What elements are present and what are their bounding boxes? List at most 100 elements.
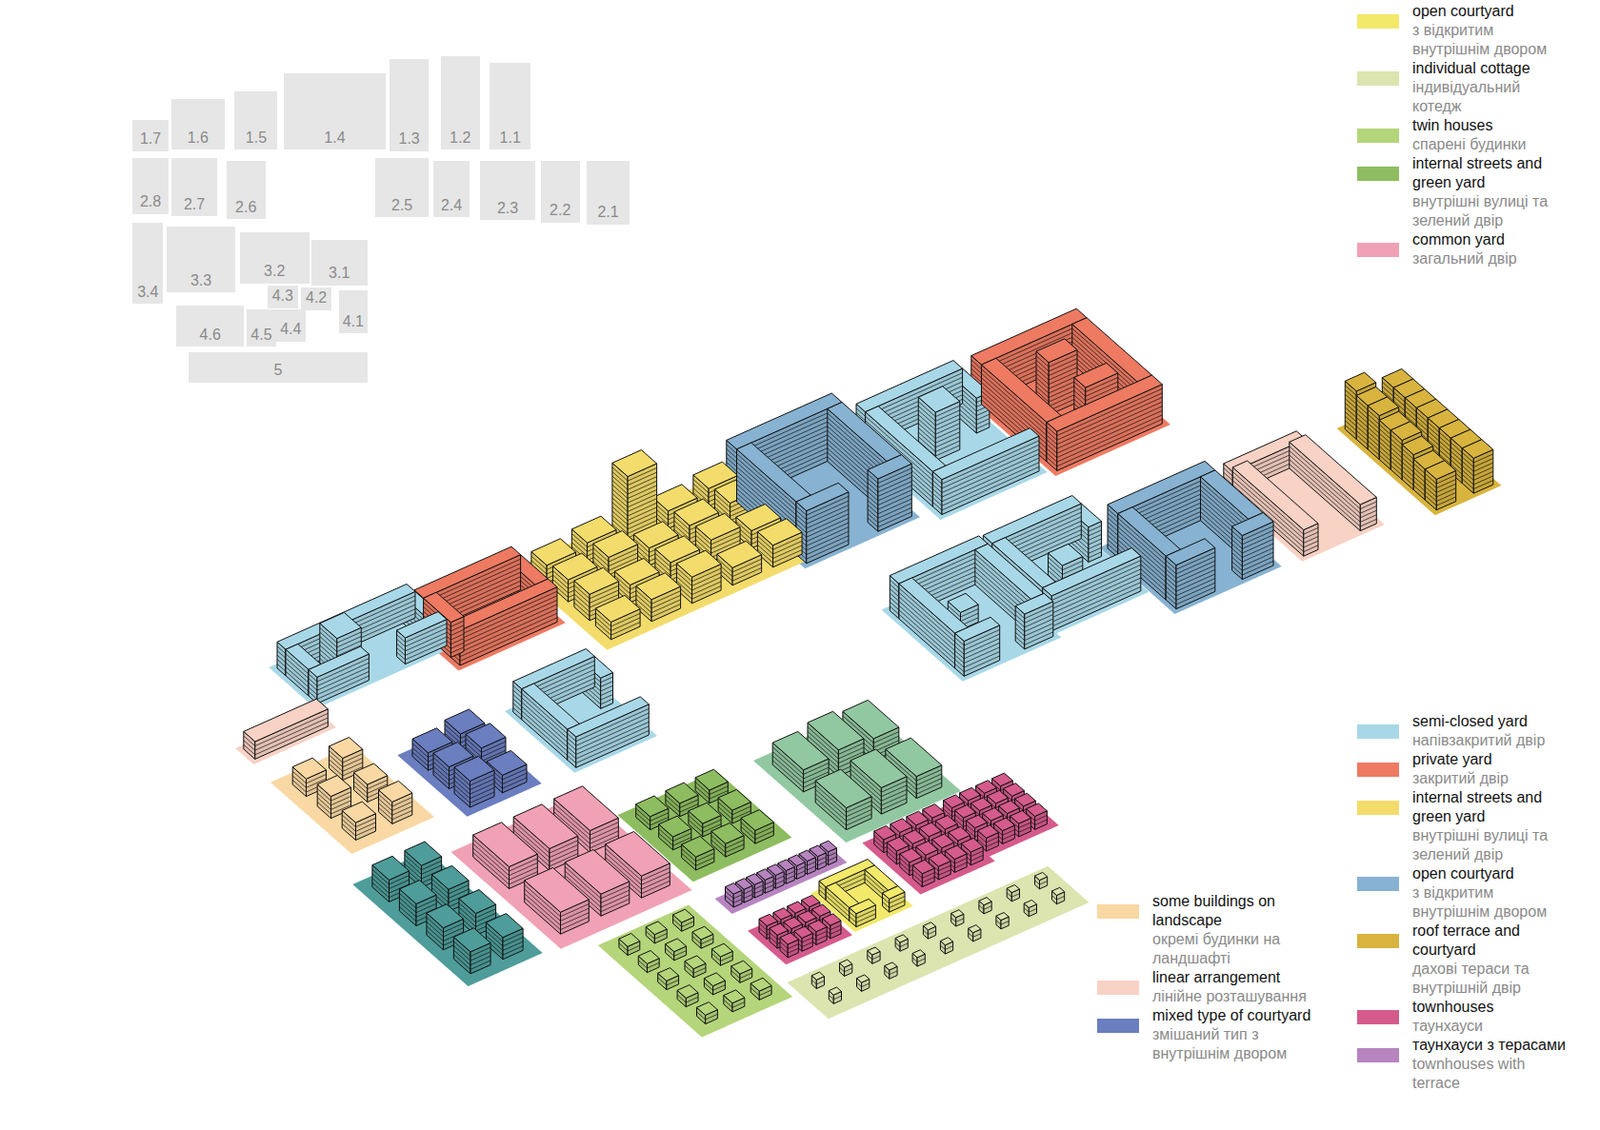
building xyxy=(815,769,872,831)
building-face xyxy=(948,826,971,841)
building-face xyxy=(808,920,827,933)
building-face xyxy=(1344,372,1376,392)
building-face xyxy=(902,830,925,845)
building-face xyxy=(695,769,728,791)
building-face xyxy=(935,816,958,831)
building xyxy=(884,962,898,980)
plot-box: 2.8 xyxy=(132,158,169,215)
plot-box: 2.7 xyxy=(171,158,218,217)
building-face xyxy=(725,883,743,896)
legend-label: individual cottage xyxy=(1412,59,1573,79)
floor-lines xyxy=(968,933,981,938)
legend-text-column: some buildings on landscapeокремі будинк… xyxy=(1152,892,1313,969)
floor-lines xyxy=(524,884,590,930)
legend-label: mixed type of courtyard xyxy=(1152,1006,1313,1026)
building-face xyxy=(922,804,945,820)
building-face xyxy=(828,987,841,996)
building-face xyxy=(943,795,965,809)
building xyxy=(308,646,369,704)
floor-lines xyxy=(932,440,1040,511)
floor-lines xyxy=(867,955,880,960)
building-face xyxy=(982,808,1004,822)
building xyxy=(1046,375,1162,471)
floor-lines xyxy=(665,948,687,957)
building-face xyxy=(886,837,909,852)
legend-item: semi-closed yardнапівзакритий двір xyxy=(1357,712,1573,751)
building-face xyxy=(1367,397,1399,417)
building xyxy=(397,612,448,665)
plot-ground xyxy=(787,866,1090,1020)
building-face xyxy=(1015,593,1054,615)
legend-label: open courtyard xyxy=(1412,1,1573,21)
building xyxy=(454,756,495,808)
building-face xyxy=(987,790,1009,804)
legend-swatch xyxy=(1357,166,1400,181)
building-face xyxy=(1118,507,1181,557)
legend-swatch xyxy=(1357,128,1400,143)
floor-lines xyxy=(857,982,870,988)
building-face xyxy=(404,841,442,866)
building xyxy=(341,801,376,840)
building-face xyxy=(703,973,725,987)
translation-label: закритий двір xyxy=(1412,769,1573,789)
plot-number: 3.1 xyxy=(328,264,350,282)
floor-lines xyxy=(780,941,799,954)
translation-label: індивідуальний котедж xyxy=(1412,78,1573,117)
building-face xyxy=(787,901,806,914)
building-face xyxy=(723,990,745,1004)
building-face xyxy=(955,805,977,820)
plot-box: 1.6 xyxy=(171,99,225,151)
legend-label: townhouses xyxy=(1412,998,1573,1018)
building-face xyxy=(940,938,953,946)
building xyxy=(996,913,1009,930)
building xyxy=(912,860,935,887)
building-face xyxy=(1036,339,1078,363)
plot-ground xyxy=(753,709,961,843)
building-face xyxy=(485,914,523,939)
building xyxy=(697,1002,719,1025)
building xyxy=(968,925,981,942)
plot-ground xyxy=(352,851,542,987)
building-face xyxy=(960,787,981,801)
building-face xyxy=(414,546,521,599)
building-face xyxy=(711,943,733,958)
building xyxy=(243,699,328,760)
floor-lines xyxy=(453,941,491,970)
building-face xyxy=(856,360,963,413)
building-face xyxy=(676,550,721,578)
building-face xyxy=(673,909,695,923)
building-face xyxy=(717,540,762,568)
building xyxy=(725,883,743,908)
building xyxy=(665,939,687,961)
plot-number: 3.2 xyxy=(263,262,285,280)
legend-swatch xyxy=(1097,980,1140,996)
plot-box: 2.6 xyxy=(226,160,266,220)
translation-label: напівзакритий двір xyxy=(1412,731,1573,751)
legend-text-column: open courtyardз відкритим внутрішнім дво… xyxy=(1412,864,1573,922)
legend-swatch xyxy=(1357,71,1400,86)
building-face xyxy=(999,800,1020,815)
building-face xyxy=(857,975,870,983)
building-face xyxy=(595,595,640,622)
building-face xyxy=(1074,362,1119,388)
plot-number: 1.1 xyxy=(500,129,521,147)
building-face xyxy=(916,841,939,857)
building-face xyxy=(1015,793,1037,807)
plot-ground xyxy=(397,721,541,818)
plot-box: 1.7 xyxy=(132,120,169,151)
building xyxy=(717,540,762,585)
legend-text-column: semi-closed yardнапівзакритий двір xyxy=(1412,712,1573,751)
building xyxy=(453,928,491,975)
legend-item: common yardзагальний двір xyxy=(1357,230,1573,269)
translation-label: спарені будинки xyxy=(1412,135,1573,155)
building xyxy=(882,886,906,913)
legend-item: private yardзакритий двір xyxy=(1357,750,1573,789)
building-face xyxy=(1200,470,1264,520)
legend-label: roof terrace and courtyard xyxy=(1412,921,1573,960)
floor-lines xyxy=(473,840,539,885)
legend-label: private yard xyxy=(1412,750,1573,770)
building-face xyxy=(677,985,699,1000)
building-face xyxy=(750,978,772,992)
building-face xyxy=(807,711,864,751)
building xyxy=(780,933,799,959)
